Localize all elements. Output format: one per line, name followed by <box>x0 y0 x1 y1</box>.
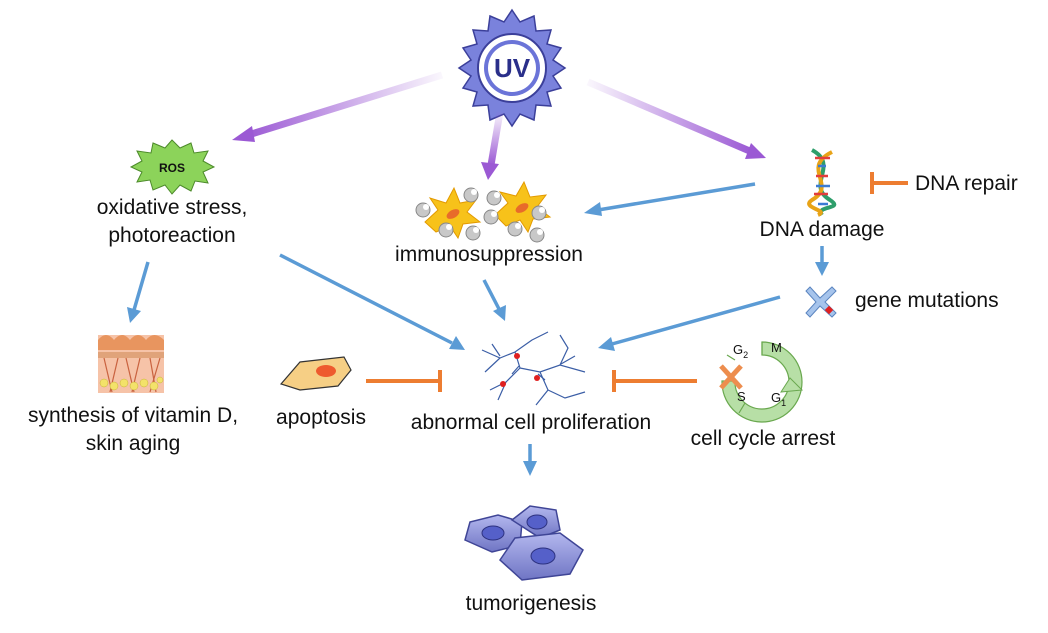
sun-icon: UV <box>457 8 567 128</box>
dna-repair-inhibit <box>870 172 908 194</box>
vitamin-line-1: synthesis of vitamin D, <box>27 404 239 427</box>
vitamin-d-label: synthesis of vitamin D, skin aging <box>6 402 260 458</box>
ros-label: ROS <box>159 161 185 175</box>
oxidative-to-proliferation-arrow <box>279 253 465 350</box>
gene-mutations-label: gene mutations <box>855 289 999 312</box>
dna-to-immunosuppression-arrow <box>584 182 756 216</box>
oxidative-line-2: photoreaction <box>108 224 236 247</box>
immunosuppression-label: immunosuppression <box>395 243 583 266</box>
uv-to-immunosuppression-arrow <box>481 111 504 180</box>
apoptotic-cell-icon <box>279 356 352 391</box>
cycle-s-label: S <box>737 389 746 404</box>
dna-damage-label: DNA damage <box>759 218 885 241</box>
cell-cycle-arrest-label: cell cycle arrest <box>690 427 836 450</box>
starburst-icon: ROS <box>129 139 216 195</box>
cycle-g1-label: G1 <box>771 390 786 408</box>
uv-to-dna-damage-arrow <box>586 78 766 159</box>
dna-to-mutations-arrow <box>815 246 829 276</box>
cell-cycle-inhibit <box>612 370 697 392</box>
immuno-to-proliferation-arrow <box>482 279 506 321</box>
dna-repair-label: DNA repair <box>915 172 1018 195</box>
uv-label: UV <box>494 53 531 83</box>
skin-layers-icon <box>98 335 164 393</box>
apoptosis-label: apoptosis <box>276 406 366 429</box>
mutations-to-proliferation-arrow <box>598 295 781 351</box>
cycle-g2-label: G2 <box>733 342 748 360</box>
apoptosis-inhibit <box>366 370 442 392</box>
uv-to-oxidative-arrow <box>232 71 444 142</box>
oxidative-stress-label: oxidative stress, photoreaction <box>84 194 260 250</box>
abnormal-proliferation-label: abnormal cell proliferation <box>410 411 652 434</box>
cycle-m-label: M <box>771 340 782 355</box>
oxidative-to-skin-arrow <box>127 261 150 323</box>
oxidative-line-1: oxidative stress, <box>96 196 248 219</box>
tumor-cells-icon <box>464 505 584 581</box>
dna-helix-icon <box>807 148 837 217</box>
cell-cycle-icon: G2 M S G1 <box>719 340 804 423</box>
chromosome-icon <box>805 286 837 318</box>
proliferating-cells-icon <box>481 331 586 406</box>
blue-arrows <box>127 182 829 476</box>
tumorigenesis-label: tumorigenesis <box>465 592 597 615</box>
vitamin-line-2: skin aging <box>85 432 181 455</box>
immune-cells-icon <box>415 180 552 243</box>
proliferation-to-tumor-arrow <box>523 444 537 476</box>
